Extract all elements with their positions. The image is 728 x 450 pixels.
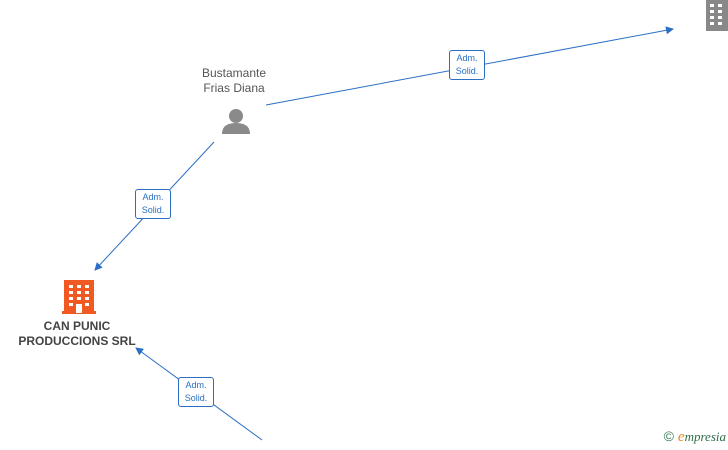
edge-label-line1: Adm. [142, 192, 164, 202]
copyright-symbol: © [663, 428, 674, 444]
edge-label-line2: Solid. [184, 393, 208, 403]
edge-label-line1: Adm. [456, 53, 478, 63]
company-name-main[interactable]: CAN PUNIC PRODUCCIONS SRL [6, 319, 148, 349]
edge-label-line2: Solid. [141, 205, 165, 215]
person-icon[interactable] [222, 109, 250, 134]
person-name-line1: Bustamante [201, 66, 267, 80]
company-name-line1: CAN PUNIC [43, 319, 111, 333]
brand-logo-text: mpresia [684, 429, 726, 444]
person-name-line2: Frias Diana [203, 81, 265, 95]
building-icon-main[interactable] [62, 280, 96, 314]
edge-label-line2: Solid. [455, 66, 479, 76]
brand-logo-e: e [677, 429, 685, 445]
person-name[interactable]: Bustamante Frias Diana [186, 66, 282, 96]
edge-label-person-main[interactable]: Adm. Solid. [135, 189, 171, 219]
edge-label-line1: Adm. [185, 380, 207, 390]
company-name-line2: PRODUCCIONS SRL [18, 334, 136, 348]
edge-label-person-corner[interactable]: Adm. Solid. [449, 50, 485, 80]
edge-label-offscreen-main[interactable]: Adm. Solid. [178, 377, 214, 407]
building-icon-corner[interactable] [706, 0, 728, 31]
empresia-watermark: ©empresia [664, 428, 726, 446]
